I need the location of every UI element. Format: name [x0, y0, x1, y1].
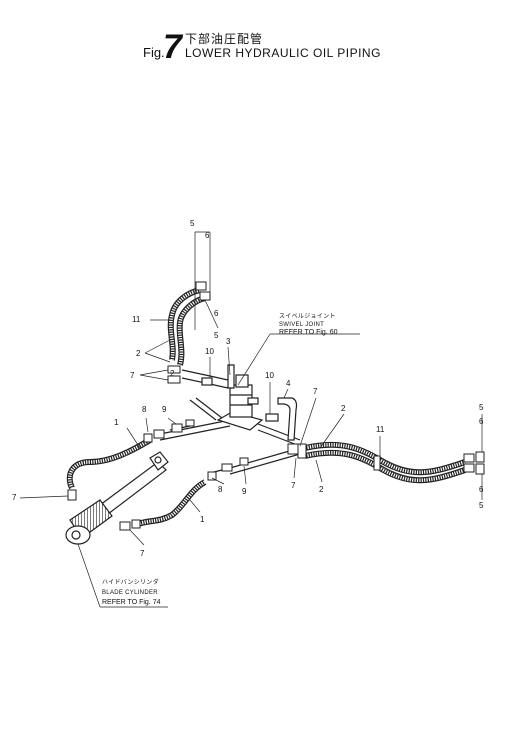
svg-text:REFER TO Fig. 60: REFER TO Fig. 60 — [279, 329, 338, 336]
figure-number: 7 — [163, 28, 182, 66]
figure-prefix: Fig. — [143, 45, 165, 60]
swivel-joint-note: スイベルジョイント SWIVEL JOINT REFER TO Fig. 60 — [279, 313, 338, 336]
part-label: 7 — [140, 549, 145, 558]
part-label: 2 — [170, 369, 175, 378]
hose-left-upper — [66, 437, 152, 490]
part-label: 9 — [162, 405, 167, 414]
elbow-fittings — [201, 364, 298, 441]
leader-lines — [19, 231, 483, 608]
hose-right-long — [304, 441, 466, 484]
part-labels: 5 6 6 5 11 2 7 10 3 10 4 7 2 11 5 6 6 5 … — [12, 219, 484, 558]
part-label: 11 — [376, 425, 385, 434]
part-label: 6 — [205, 231, 210, 240]
part-label: 5 — [190, 219, 195, 228]
blade-cylinder-note: ハイドバンシリンダ BLADE CYLINDER REFER TO Fig. 7… — [102, 578, 161, 606]
part-label: 9 — [242, 487, 247, 496]
figure-title-jp: 下部油圧配管 — [185, 32, 264, 46]
part-label: 7 — [12, 493, 17, 502]
part-label: 1 — [200, 515, 205, 524]
part-label: 11 — [132, 315, 141, 324]
svg-text:スイベルジョイント: スイベルジョイント — [279, 313, 336, 320]
part-label: 10 — [265, 371, 274, 380]
part-label: 6 — [479, 485, 484, 494]
hose-upper-left — [167, 287, 206, 366]
part-label: 2 — [136, 349, 141, 358]
part-label: 3 — [226, 337, 231, 346]
blade-cylinder — [65, 451, 169, 545]
part-label: 7 — [313, 387, 318, 396]
part-label: 5 — [479, 501, 484, 510]
part-label: 6 — [479, 417, 484, 426]
fittings — [67, 281, 485, 531]
svg-text:ハイドバンシリンダ: ハイドバンシリンダ — [102, 578, 159, 586]
part-label: 2 — [319, 485, 324, 494]
svg-text:REFER TO Fig. 74: REFER TO Fig. 74 — [102, 599, 161, 606]
part-label: 7 — [291, 481, 296, 490]
part-label: 10 — [205, 347, 214, 356]
svg-text:BLADE CYLINDER: BLADE CYLINDER — [102, 590, 158, 596]
part-label: 5 — [479, 403, 484, 412]
figure-title: LOWER HYDRAULIC OIL PIPING — [185, 46, 381, 60]
part-label: 4 — [286, 379, 291, 388]
part-label: 5 — [214, 331, 219, 340]
part-label: 7 — [130, 371, 135, 380]
part-label: 8 — [218, 485, 223, 494]
part-label: 8 — [142, 405, 147, 414]
part-label: 2 — [341, 404, 346, 413]
part-label: 6 — [214, 309, 219, 318]
hose-left-lower — [137, 479, 207, 527]
svg-text:SWIVEL JOINT: SWIVEL JOINT — [279, 322, 324, 328]
part-label: 1 — [114, 418, 119, 427]
swivel-joint — [216, 374, 264, 431]
